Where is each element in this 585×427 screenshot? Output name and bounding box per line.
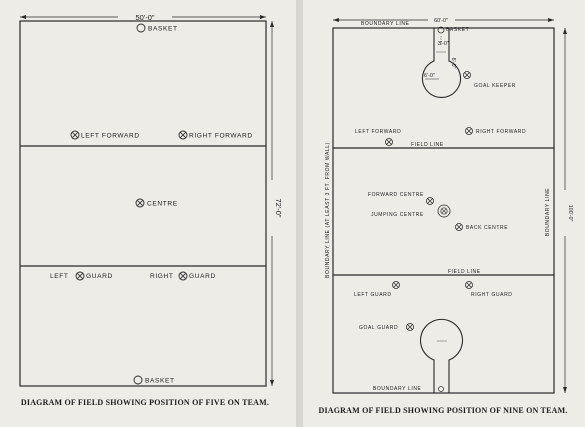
left-forward-label: LEFT FORWARD bbox=[81, 133, 140, 140]
player-marker-icon bbox=[178, 271, 188, 281]
width-dimension: 50'-0" bbox=[20, 13, 266, 22]
left-forward-marker bbox=[385, 138, 393, 146]
back-centre-label: BACK CENTRE bbox=[466, 225, 508, 231]
left-forward-label: LEFT FORWARD bbox=[355, 129, 401, 135]
length-dimension: 72'-0" bbox=[270, 21, 283, 386]
width-dimension-label: 50'-0" bbox=[135, 13, 154, 22]
width-dimension-label: 60'-0" bbox=[434, 18, 448, 24]
right-guard-label: RIGHT GUARD bbox=[471, 292, 513, 298]
jumping-centre-label: JUMPING CENTRE bbox=[371, 212, 424, 218]
goal-guard-marker bbox=[406, 323, 414, 331]
left-guard-label: LEFT GUARD bbox=[354, 292, 392, 298]
player-marker-icon bbox=[75, 271, 85, 281]
right-guard-label: RIGHT bbox=[150, 273, 174, 280]
basket-circle-icon bbox=[437, 26, 445, 34]
boundary-line-left-label: BOUNDARY LINE (AT LEAST 3 FT. FROM WALL) bbox=[325, 142, 331, 278]
left-guard-position: LEFT GUARD bbox=[50, 271, 113, 281]
player-marker-icon bbox=[385, 138, 393, 146]
player-marker-icon bbox=[178, 130, 188, 140]
right-page: 60'-0" 100'-0" BOUNDARY LINE BOUNDARY LI… bbox=[303, 0, 585, 427]
centre-circle bbox=[437, 204, 451, 218]
basket-label: BASKET bbox=[446, 27, 469, 33]
player-marker-icon bbox=[440, 207, 448, 215]
left-guard-marker bbox=[392, 281, 400, 289]
dimension-6ft-vertical-label: 6'-0" bbox=[450, 58, 456, 69]
player-marker-icon bbox=[392, 281, 400, 289]
right-forward-label: RIGHT FORWARD bbox=[476, 129, 526, 135]
back-centre-marker bbox=[455, 223, 463, 231]
player-marker-icon bbox=[70, 130, 80, 140]
length-dimension-label: 72'-0" bbox=[274, 198, 283, 217]
basket-circle-icon bbox=[136, 23, 146, 33]
dimension-3ft-label: 3'-0" bbox=[438, 41, 449, 47]
five-team-field-diagram: 50'-0" 72'-0" BASKET LEFT FORWARD bbox=[19, 13, 283, 407]
boundary-line-top-label: BOUNDARY LINE bbox=[361, 21, 410, 27]
centre-position: CENTRE bbox=[135, 198, 178, 208]
left-guard-word: GUARD bbox=[86, 273, 113, 280]
dimension-6ft-radius-label: 6'-0" bbox=[424, 73, 435, 79]
goal-area-top: BASKET 3'-0" 6'-0" 6'-0" bbox=[421, 26, 469, 98]
right-forward-label: RIGHT FORWARD bbox=[189, 133, 253, 140]
player-marker-icon bbox=[465, 127, 473, 135]
field-line-lower-label: FIELD LINE bbox=[448, 269, 481, 275]
length-dimension: 100'-0" bbox=[563, 28, 573, 393]
left-guard-label: LEFT bbox=[50, 273, 69, 280]
basket-bottom-label: BASKET bbox=[145, 378, 175, 385]
left-page: 50'-0" 72'-0" BASKET LEFT FORWARD bbox=[0, 0, 296, 427]
goal-keeper-label: GOAL KEEPER bbox=[474, 83, 516, 89]
left-forward-position: LEFT FORWARD bbox=[70, 130, 140, 140]
basket-top-label: BASKET bbox=[148, 26, 178, 33]
basket-top: BASKET bbox=[136, 23, 178, 33]
player-marker-icon bbox=[463, 71, 471, 79]
forward-centre-marker bbox=[426, 197, 434, 205]
basket-circle-icon bbox=[133, 375, 143, 385]
right-guard-position: RIGHT GUARD bbox=[150, 271, 216, 281]
goal-guard-label: GOAL GUARD bbox=[359, 325, 398, 331]
width-dimension: 60'-0" bbox=[333, 18, 554, 24]
player-marker-icon bbox=[135, 198, 145, 208]
length-dimension-label: 100'-0" bbox=[567, 205, 573, 222]
boundary-line-bottom-label: BOUNDARY LINE bbox=[373, 386, 422, 392]
nine-team-field-diagram: 60'-0" 100'-0" BOUNDARY LINE BOUNDARY LI… bbox=[318, 18, 573, 415]
player-marker-icon bbox=[465, 281, 473, 289]
player-marker-icon bbox=[455, 223, 463, 231]
right-guard-marker bbox=[465, 281, 473, 289]
field-line-upper-label: FIELD LINE bbox=[411, 142, 444, 148]
basket-bottom: BASKET bbox=[133, 375, 175, 385]
player-marker-icon bbox=[406, 323, 414, 331]
goal-area-bottom bbox=[419, 318, 464, 393]
forward-centre-label: FORWARD CENTRE bbox=[368, 192, 424, 198]
nine-team-caption: DIAGRAM OF FIELD SHOWING POSITION OF NIN… bbox=[318, 406, 567, 415]
five-team-caption: DIAGRAM OF FIELD SHOWING POSITION OF FIV… bbox=[21, 398, 269, 407]
boundary-line-right-label: BOUNDARY LINE bbox=[545, 188, 551, 237]
player-marker-icon bbox=[426, 197, 434, 205]
goal-keeper-position: GOAL KEEPER bbox=[463, 71, 516, 89]
court-boundary bbox=[19, 20, 267, 387]
right-forward-marker bbox=[465, 127, 473, 135]
basket-circle-icon bbox=[438, 386, 444, 392]
right-forward-position: RIGHT FORWARD bbox=[178, 130, 253, 140]
right-guard-word: GUARD bbox=[189, 273, 216, 280]
centre-label: CENTRE bbox=[147, 201, 178, 208]
